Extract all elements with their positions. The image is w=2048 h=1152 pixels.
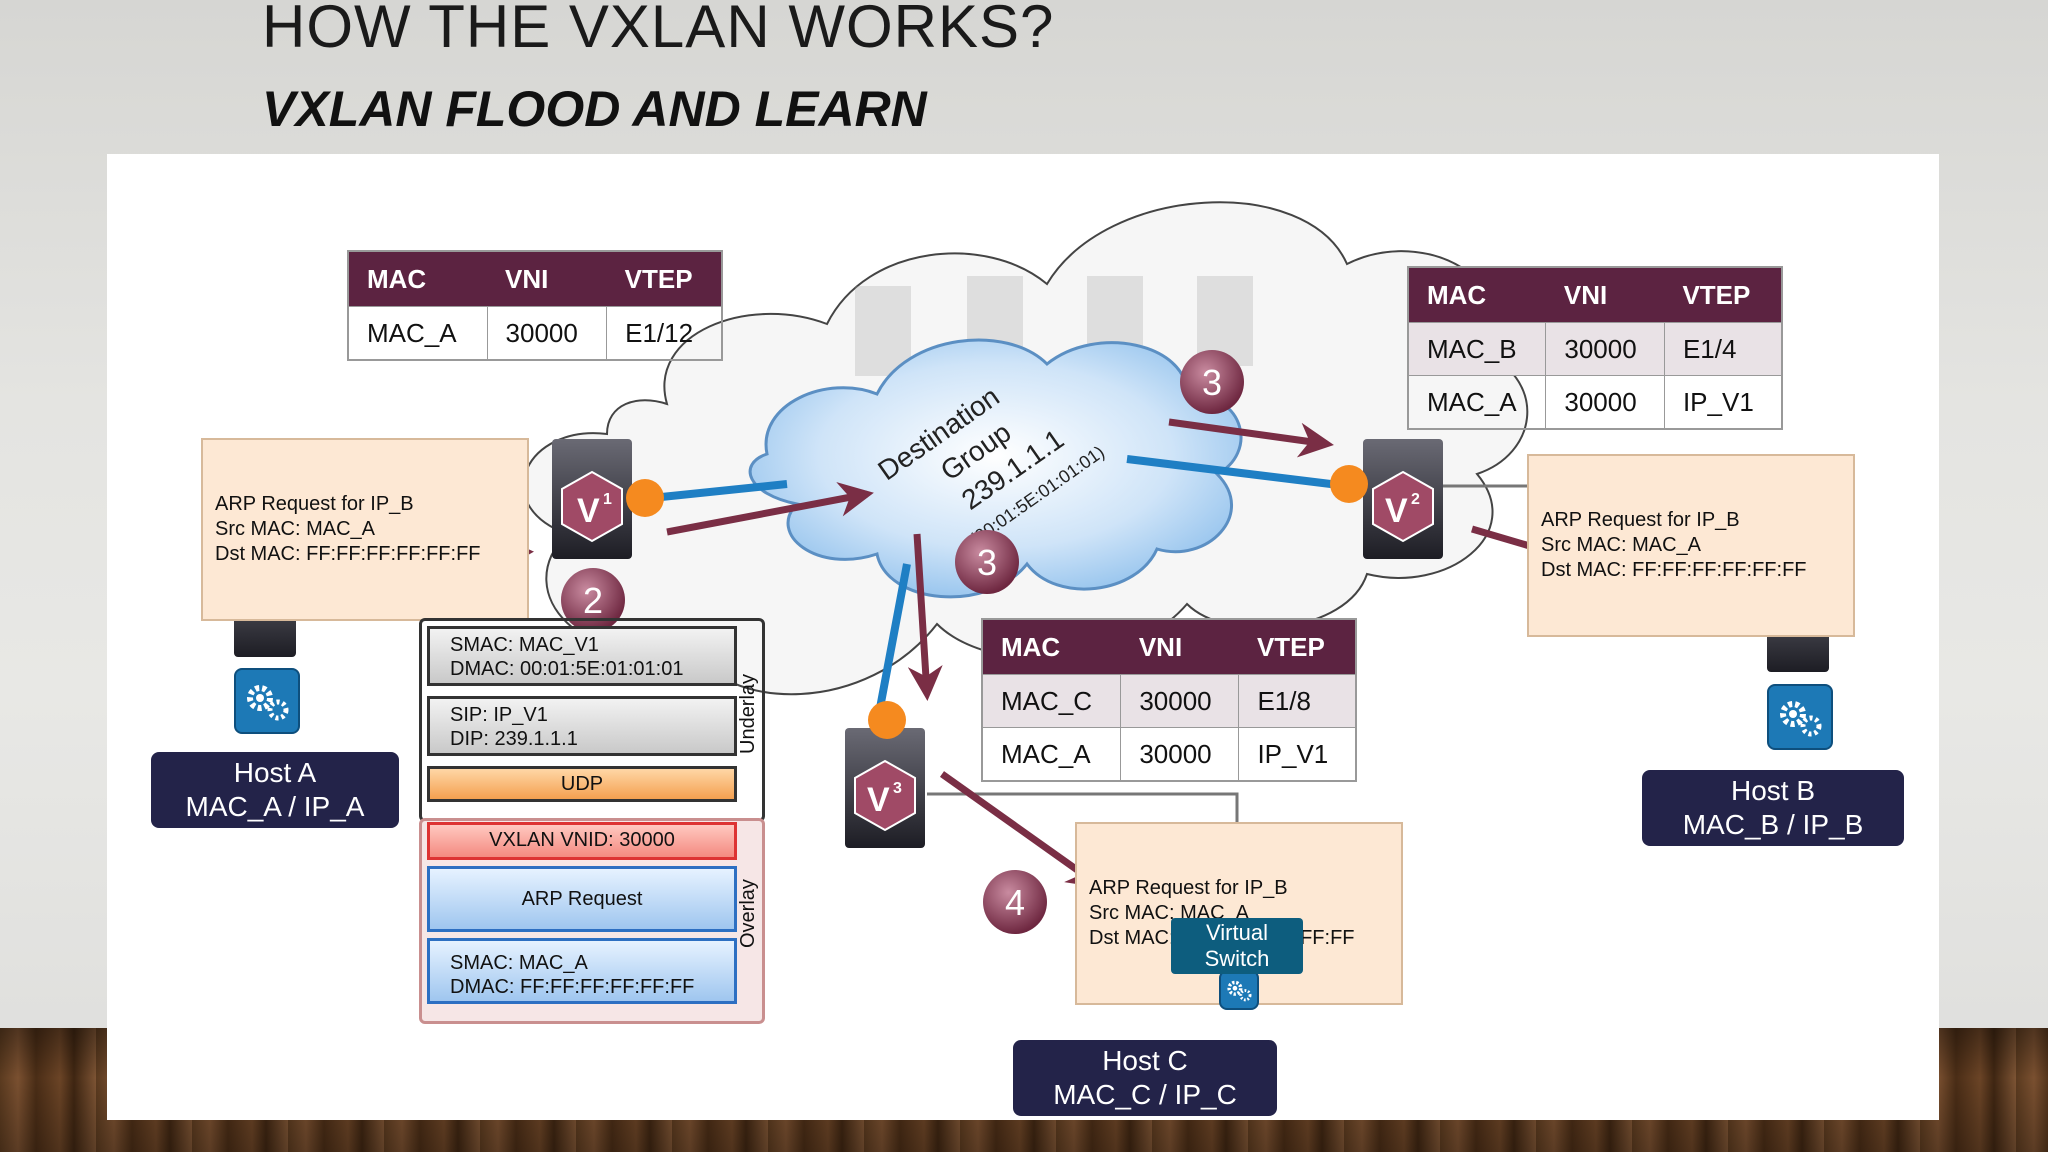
vtep-v2-port: [1330, 465, 1368, 503]
svg-text:4: 4: [1005, 882, 1025, 923]
host-a-gear-icon: [234, 668, 300, 734]
underlay-label: Underlay: [737, 673, 759, 754]
vxlan-diagram: Destination Group 239.1.1.1 (00:01:5E:01…: [107, 154, 1939, 1120]
svg-text:V: V: [1385, 492, 1408, 530]
arp-payload: ARP Request: [427, 866, 737, 932]
host-c-gear-icon: [1219, 970, 1259, 1010]
svg-text:2: 2: [1411, 491, 1420, 508]
svg-text:1: 1: [603, 491, 612, 508]
svg-text:V: V: [867, 781, 890, 819]
arrow-step-3-to-v2: [1168, 418, 1334, 458]
step-4b-bubble: 4: [983, 870, 1047, 934]
vtep-v1-port: [626, 479, 664, 517]
arrow-step-3-to-v3: [907, 533, 943, 701]
svg-text:3: 3: [1202, 362, 1222, 403]
step-2-bubble: 2: [561, 568, 625, 632]
arrow-step-2: [666, 482, 874, 536]
svg-text:3: 3: [977, 542, 997, 583]
slide-title: HOW THE VXLAN WORKS?: [262, 0, 1055, 60]
step-3b-bubble: 3: [955, 530, 1019, 594]
udp-header: UDP: [427, 766, 737, 802]
svg-text:3: 3: [893, 780, 902, 797]
multicast-cloud: [748, 338, 1243, 599]
svg-text:2: 2: [583, 580, 603, 621]
vtep-v3-port: [868, 701, 906, 739]
underlay-links: [641, 455, 1348, 725]
arrow-step-4-to-host-c: [939, 771, 1103, 889]
overlay-label: Overlay: [737, 879, 759, 948]
vxlan-header: VXLAN VNID: 30000: [427, 822, 737, 860]
host-b-gear-icon: [1767, 684, 1833, 750]
svg-text:V: V: [577, 492, 600, 530]
slide-subtitle: VXLAN FLOOD AND LEARN: [262, 81, 927, 137]
step-3-bubble: 3: [1180, 350, 1244, 414]
